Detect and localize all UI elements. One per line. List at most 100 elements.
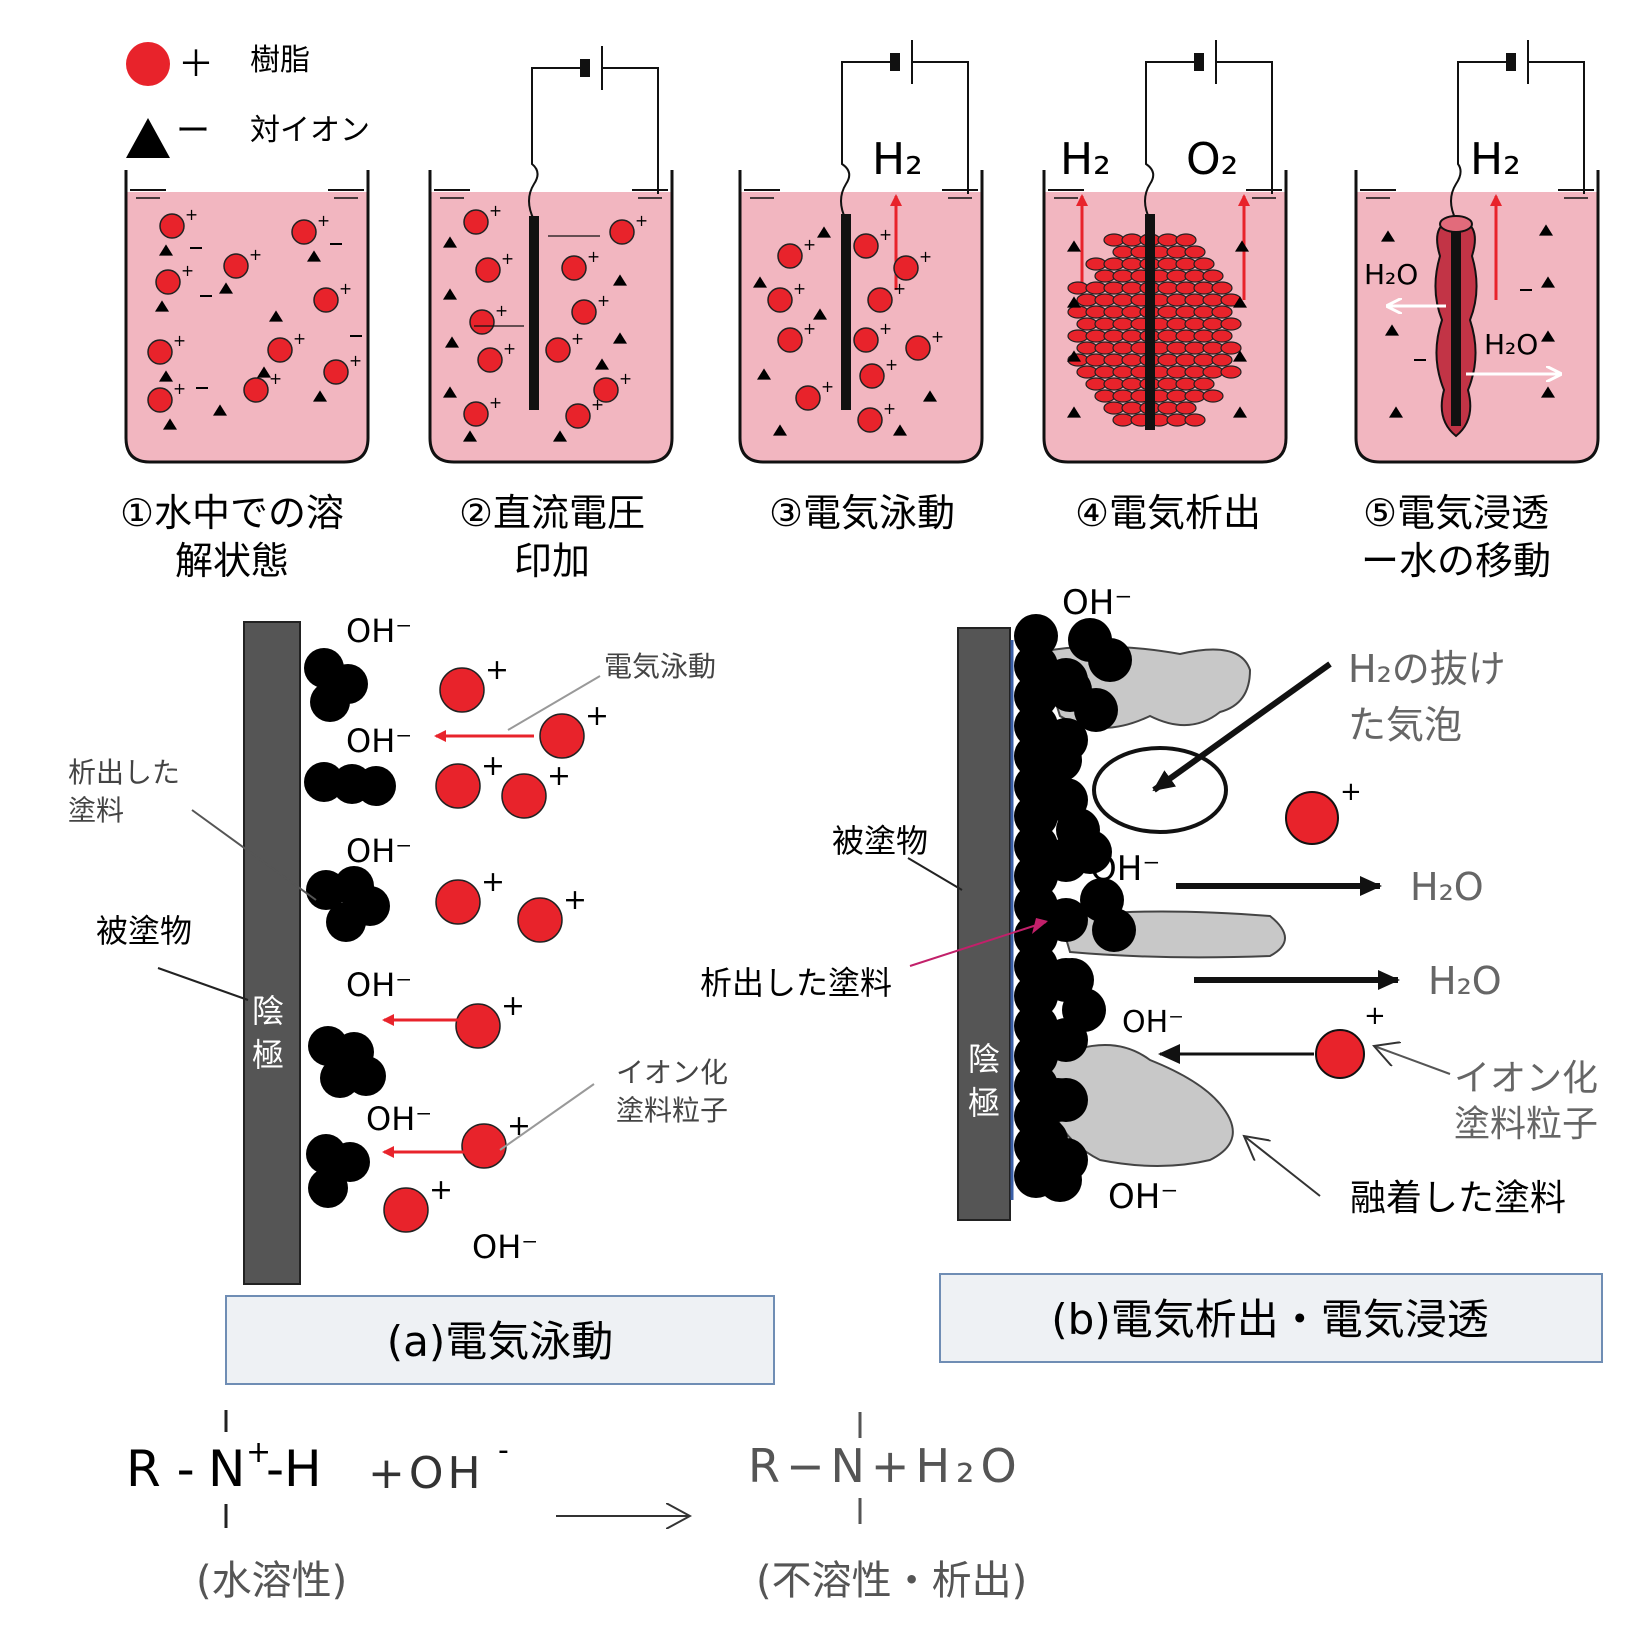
panel-a-particles: +++++++++ [304, 648, 609, 1233]
beaker-5-counter-4 [1539, 224, 1553, 236]
beaker-3-battery-short [890, 53, 900, 71]
beaker-4-deposit-45 [1103, 305, 1125, 319]
beaker-1-counter-9 [163, 418, 177, 430]
panel-a-caption-box [225, 1295, 775, 1385]
beaker-4-deposit-77 [1202, 341, 1224, 355]
panel-b-oh-4: OH⁻ [1108, 1177, 1178, 1217]
panel-b-cathode-char-1: 陰 [968, 1040, 1000, 1078]
panel-b-callout-line-substrate [907, 857, 963, 891]
beaker-4-deposit-76 [1184, 341, 1206, 355]
panel-a-resin-6-plus: + [563, 882, 587, 916]
beaker-2-resin-1-plus: + [489, 202, 502, 220]
beaker-4-gas-h2: H₂ [1060, 134, 1111, 185]
beaker-4-deposit-64 [1121, 329, 1143, 343]
eq-left-R: R - [126, 1440, 195, 1498]
panel-a-resin-5 [435, 879, 481, 925]
beaker-4-deposit-72 [1112, 341, 1134, 355]
panel-b-deposit-41 [1036, 1078, 1080, 1122]
panel-b-water-1: H₂O [1410, 865, 1484, 909]
beaker-4-deposit-82 [1121, 353, 1143, 367]
eq-left-sup: + [246, 1435, 271, 1470]
beaker-4-deposit-28 [1121, 281, 1143, 295]
eq-left-N: N [208, 1440, 245, 1498]
beaker-4-counter-6 [1233, 296, 1247, 308]
beaker-4-deposit-48 [1157, 305, 1179, 319]
legend-resin-label: 樹脂 [250, 43, 310, 78]
beaker-3-resin-2 [853, 233, 879, 259]
beaker-2-resin-9 [593, 377, 619, 403]
beaker-4-deposit-99 [1121, 377, 1143, 391]
beaker-2-resin-2-plus: + [635, 212, 648, 230]
beaker-4-deposit-60 [1220, 317, 1242, 331]
beaker-4-deposit-51 [1211, 305, 1233, 319]
beaker-1-counter-7 [257, 366, 271, 378]
beaker-2-counter-6 [613, 332, 627, 344]
beaker-1-resin-1 [159, 213, 185, 239]
beaker-2-label-line-1: ②直流電圧 [459, 491, 645, 535]
panel-a-deposit-3 [310, 682, 350, 722]
panel-a-resin-3-plus: + [481, 748, 505, 782]
beaker-2-counter-8 [463, 430, 477, 442]
beaker-2-resin-4 [561, 255, 587, 281]
beaker-3-resin-2-plus: + [879, 226, 892, 244]
beaker-1-counter-1 [159, 244, 173, 256]
beaker-5-counter-7 [1541, 386, 1555, 398]
beaker-3-wire-right [912, 61, 969, 194]
beaker-1-resin-7 [267, 337, 293, 363]
panel-b-callout-deposited: 析出した塗料 [700, 964, 892, 1002]
beaker-3-resin-11-plus: + [883, 400, 896, 418]
beaker-1-counter-5 [269, 310, 283, 322]
panel-b-free-plus: + [1340, 777, 1362, 807]
beaker-2-resin-9-plus: + [619, 370, 632, 388]
beaker-4-deposit-78 [1220, 341, 1242, 355]
panel-a-oh-3: OH⁻ [346, 832, 412, 870]
beaker-3-counter-4 [923, 390, 937, 402]
beaker-4-deposit-13 [1121, 257, 1143, 271]
panel-a-oh-6: OH⁻ [472, 1228, 538, 1266]
beaker-4-electrode [1145, 214, 1155, 430]
beaker-4-deposit-33 [1211, 281, 1233, 295]
beaker-3: H₂+++++++++++ [738, 40, 984, 464]
beaker-4-deposit-75 [1166, 341, 1188, 355]
beaker-4-deposit-54 [1112, 317, 1134, 331]
panel-a-callout-substrate: 被塗物 [96, 912, 192, 950]
beaker-4-deposit-112 [1121, 401, 1143, 415]
beaker-2-counter-7 [553, 430, 567, 442]
beaker-4-deposit-15 [1157, 257, 1179, 271]
beaker-4-deposit-109 [1184, 389, 1206, 403]
legend-counter-label: 対イオン [250, 113, 370, 148]
beaker-2: +++++++++++ [428, 46, 674, 464]
beaker-4-deposit-18 [1094, 269, 1116, 283]
beaker-4-deposit-4 [1157, 233, 1179, 247]
beaker-4-counter-8 [1233, 406, 1247, 418]
beaker-4-deposit-27 [1103, 281, 1125, 295]
beaker-4-deposit-66 [1157, 329, 1179, 343]
beaker-5-coating-top [1439, 215, 1473, 233]
beaker-4-deposit-71 [1094, 341, 1116, 355]
beaker-3-label-line-1: ③電気泳動 [769, 491, 955, 535]
beaker-4-deposit-1 [1103, 233, 1125, 247]
beaker-4-deposit-40 [1184, 293, 1206, 307]
panel-a-deposit-6 [356, 766, 396, 806]
beaker-4-deposit-26 [1085, 281, 1107, 295]
beaker-5-glass [1354, 170, 1600, 464]
panel-a-electrophoresis: 陰 極 +++++++++ OH⁻ OH⁻ OH⁻ OH⁻ OH⁻ OH⁻ 電気… [68, 612, 775, 1385]
panel-a-oh-4: OH⁻ [346, 966, 412, 1004]
beaker-4-wire-left [1144, 61, 1194, 221]
panel-b-fused-3 [1049, 1044, 1234, 1167]
beaker-1-resin-6 [147, 339, 173, 365]
panel-a-oh-5: OH⁻ [366, 1100, 432, 1138]
beaker-4-deposit-120 [1184, 413, 1206, 427]
beaker-4-deposit-52 [1076, 317, 1098, 331]
beaker-4-deposit-41 [1202, 293, 1224, 307]
beaker-2-resin-4-plus: + [587, 248, 600, 266]
beaker-2-resin-6-plus: + [597, 292, 610, 310]
panel-b-deposit-36 [1068, 830, 1112, 874]
beaker-2-resin-7 [477, 347, 503, 373]
beaker-5-wire-left [1450, 61, 1506, 221]
beaker-5-counter-3 [1389, 406, 1403, 418]
panel-a-callout-deposited-1: 析出した [68, 756, 180, 789]
panel-a-caption: (a)電気泳動 [387, 1317, 614, 1366]
panel-a-cathode-char-1: 陰 [252, 992, 284, 1030]
